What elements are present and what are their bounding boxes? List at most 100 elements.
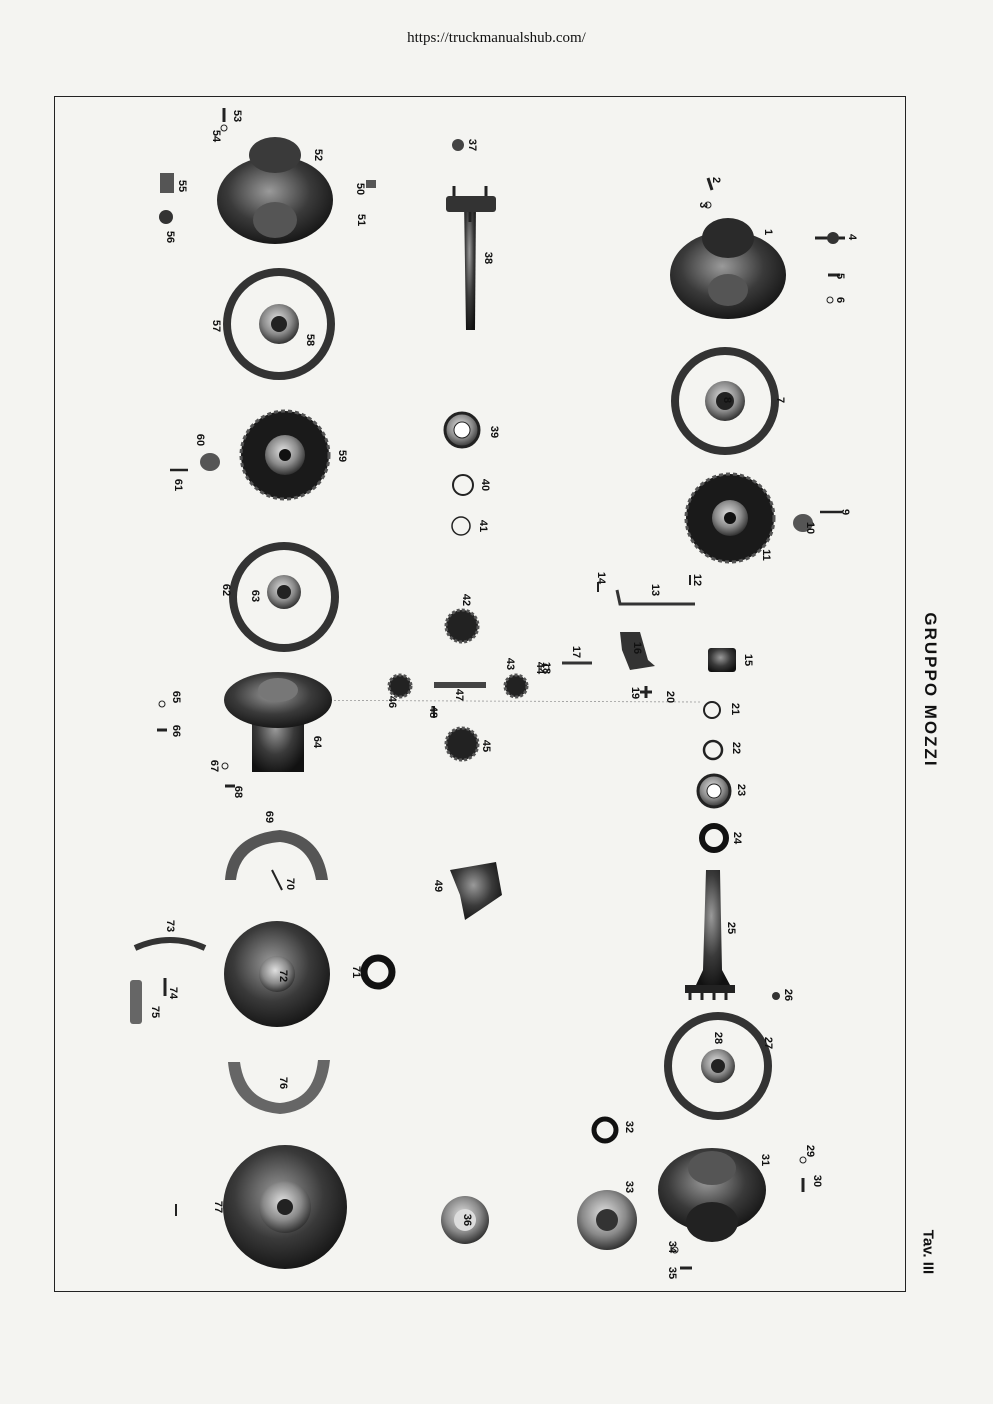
part-number-label: 55 [176, 180, 188, 192]
part-number-label: 51 [355, 214, 367, 226]
part-number-label: 39 [488, 426, 500, 438]
part-number-label: 10 [804, 522, 816, 534]
part-number-label: 33 [623, 1181, 635, 1193]
ring-part [696, 701, 732, 853]
small-bolt-part [704, 177, 845, 304]
gasket-part [229, 542, 339, 652]
part-number-label: 2 [710, 177, 722, 183]
part-number-label: 68 [232, 786, 244, 798]
part-number-label: 32 [623, 1121, 635, 1133]
part-number-label: 43 [504, 658, 516, 670]
part-number-label: 66 [170, 725, 182, 737]
part-number-label: 40 [479, 479, 491, 491]
part-number-label: 36 [461, 1214, 473, 1226]
part-number-label: 11 [760, 549, 772, 561]
part-number-label: 57 [210, 320, 222, 332]
part-number-label: 20 [664, 691, 676, 703]
differential-case-part [450, 862, 502, 920]
part-number-label: 53 [231, 110, 243, 122]
part-number-label: 50 [354, 183, 366, 195]
part-number-label: 69 [263, 811, 275, 823]
part-number-label: 77 [212, 1201, 224, 1213]
part-number-label: 9 [839, 509, 851, 515]
part-number-label: 34 [666, 1241, 678, 1254]
planet-gear-part [387, 608, 529, 762]
part-number-label: 41 [477, 520, 489, 532]
part-number-label: 27 [762, 1037, 774, 1049]
hub-housing-part [217, 137, 333, 244]
flange-part [577, 1190, 637, 1250]
part-number-label: 70 [284, 878, 296, 890]
nut-part [452, 139, 464, 151]
part-number-label: 72 [277, 970, 289, 982]
half-shaft-part [446, 186, 496, 330]
brake-hub-part [157, 672, 332, 788]
part-number-label: 58 [304, 334, 316, 346]
part-number-label: 45 [480, 740, 492, 752]
part-number-label: 65 [170, 691, 182, 703]
part-number-label: 56 [164, 231, 176, 243]
part-number-label: 6 [834, 297, 846, 303]
gasket-part [664, 1012, 772, 1120]
part-number-label: 62 [220, 584, 232, 596]
part-number-label: 12 [691, 574, 703, 586]
part-number-label: 23 [735, 784, 747, 796]
bevel-gear-part [684, 472, 776, 564]
part-number-label: 74 [167, 987, 179, 1000]
stud-bolt-part [159, 108, 376, 224]
seal-ring-part [360, 954, 396, 990]
lock-plate-part [793, 510, 842, 532]
spider-pin-part [229, 682, 701, 718]
part-number-label: 5 [834, 273, 846, 279]
part-number-label: 31 [759, 1154, 771, 1166]
part-number-label: 24 [731, 832, 743, 845]
part-number-label: 47 [453, 689, 465, 701]
part-number-label: 13 [649, 584, 661, 596]
brake-shoe-part [225, 830, 328, 891]
part-number-label: 19 [629, 687, 641, 699]
part-number-label: 49 [432, 880, 444, 892]
part-number-label: 35 [666, 1267, 678, 1279]
part-number-label: 44 [534, 662, 546, 675]
part-number-label: 29 [804, 1145, 816, 1157]
seal-ring-part [591, 1116, 619, 1144]
part-number-label: 16 [631, 642, 643, 654]
part-number-label: 64 [311, 736, 323, 749]
part-number-label: 73 [164, 920, 176, 932]
part-number-label: 60 [194, 434, 206, 446]
part-number-label: 59 [336, 450, 348, 462]
part-number-label: 15 [742, 654, 754, 666]
lever-part [540, 632, 655, 698]
part-number-label: 1 [762, 229, 774, 235]
part-number-label: 7 [774, 397, 786, 403]
axle-shaft-part [685, 870, 780, 1000]
part-number-label: 46 [386, 696, 398, 708]
gasket-part [671, 347, 779, 455]
hub-housing-part [658, 1148, 807, 1270]
part-number-label: 67 [208, 760, 220, 772]
part-number-label: 76 [277, 1077, 289, 1089]
part-number-label: 52 [312, 149, 324, 161]
part-number-label: 28 [712, 1032, 724, 1044]
part-number-label: 48 [427, 706, 439, 718]
part-number-label: 18 [540, 662, 552, 674]
part-number-label: 54 [210, 130, 222, 143]
brake-drum-part [175, 1145, 347, 1269]
diagram-frame [54, 96, 906, 1292]
part-number-label: 4 [846, 234, 858, 241]
linkage-rod-part [597, 575, 695, 606]
part-number-label: 61 [172, 479, 184, 491]
part-number-label: 37 [466, 139, 478, 151]
spring-link-part [130, 937, 207, 1024]
hub-housing-part [670, 218, 786, 319]
thrust-washer-part [441, 1196, 489, 1244]
part-number-label: 14 [595, 572, 607, 585]
bearing-part [443, 411, 481, 536]
part-number-label: 75 [149, 1006, 161, 1018]
source-url: https://truckmanualshub.com/ [407, 30, 586, 46]
part-number-label: 38 [482, 252, 494, 264]
part-number-label: 21 [729, 703, 741, 715]
part-number-label: 22 [730, 742, 742, 754]
